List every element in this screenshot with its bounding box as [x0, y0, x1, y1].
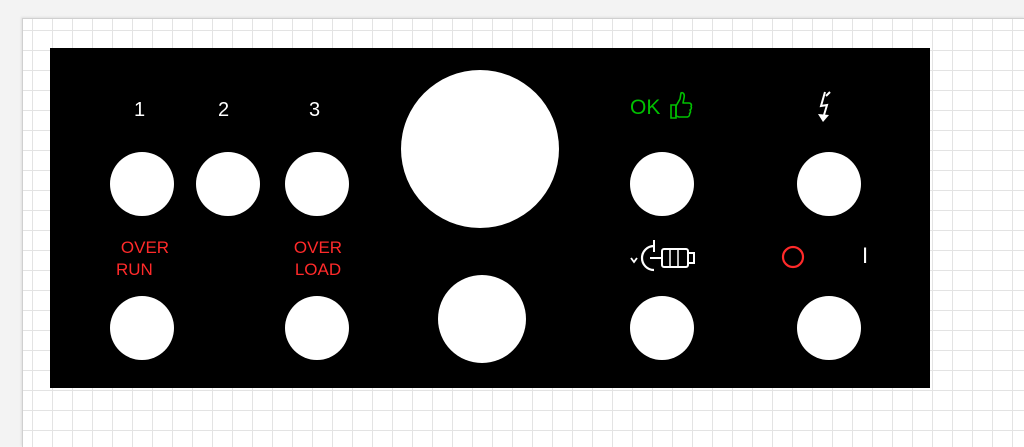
motor-indicator-hole[interactable]: [630, 296, 694, 360]
indicator-1-label: 1: [134, 99, 146, 121]
fault-indicator-hole[interactable]: [797, 152, 861, 216]
lightning-bolt-icon: [815, 90, 837, 124]
motor-rotation-icon: [630, 236, 698, 280]
over-load-label: OVER LOAD: [286, 237, 350, 281]
thumbs-up-icon: [667, 91, 693, 121]
over-load-line2: LOAD: [294, 260, 342, 279]
over-load-line1: OVER: [293, 238, 343, 257]
indicator-2-label: 2: [218, 99, 230, 121]
control-panel[interactable]: 1 2 3 OVER RUN OVER LOAD OK: [50, 48, 930, 388]
large-center-hole[interactable]: [401, 70, 559, 228]
ok-indicator-hole[interactable]: [630, 152, 694, 216]
indicator-3-hole[interactable]: [285, 152, 349, 216]
on-off-switch-hole[interactable]: [797, 296, 861, 360]
ok-label: OK: [630, 96, 661, 119]
on-symbol-label: I: [862, 243, 869, 268]
circle-off-icon: [781, 245, 805, 269]
over-run-hole[interactable]: [110, 296, 174, 360]
over-run-label: OVER RUN: [110, 237, 180, 281]
indicator-3-label: 3: [309, 99, 321, 121]
over-run-line1: OVER: [120, 238, 170, 257]
medium-center-hole[interactable]: [438, 275, 526, 363]
indicator-2-hole[interactable]: [196, 152, 260, 216]
over-run-line2: RUN: [116, 260, 153, 279]
indicator-1-hole[interactable]: [110, 152, 174, 216]
over-load-hole[interactable]: [285, 296, 349, 360]
